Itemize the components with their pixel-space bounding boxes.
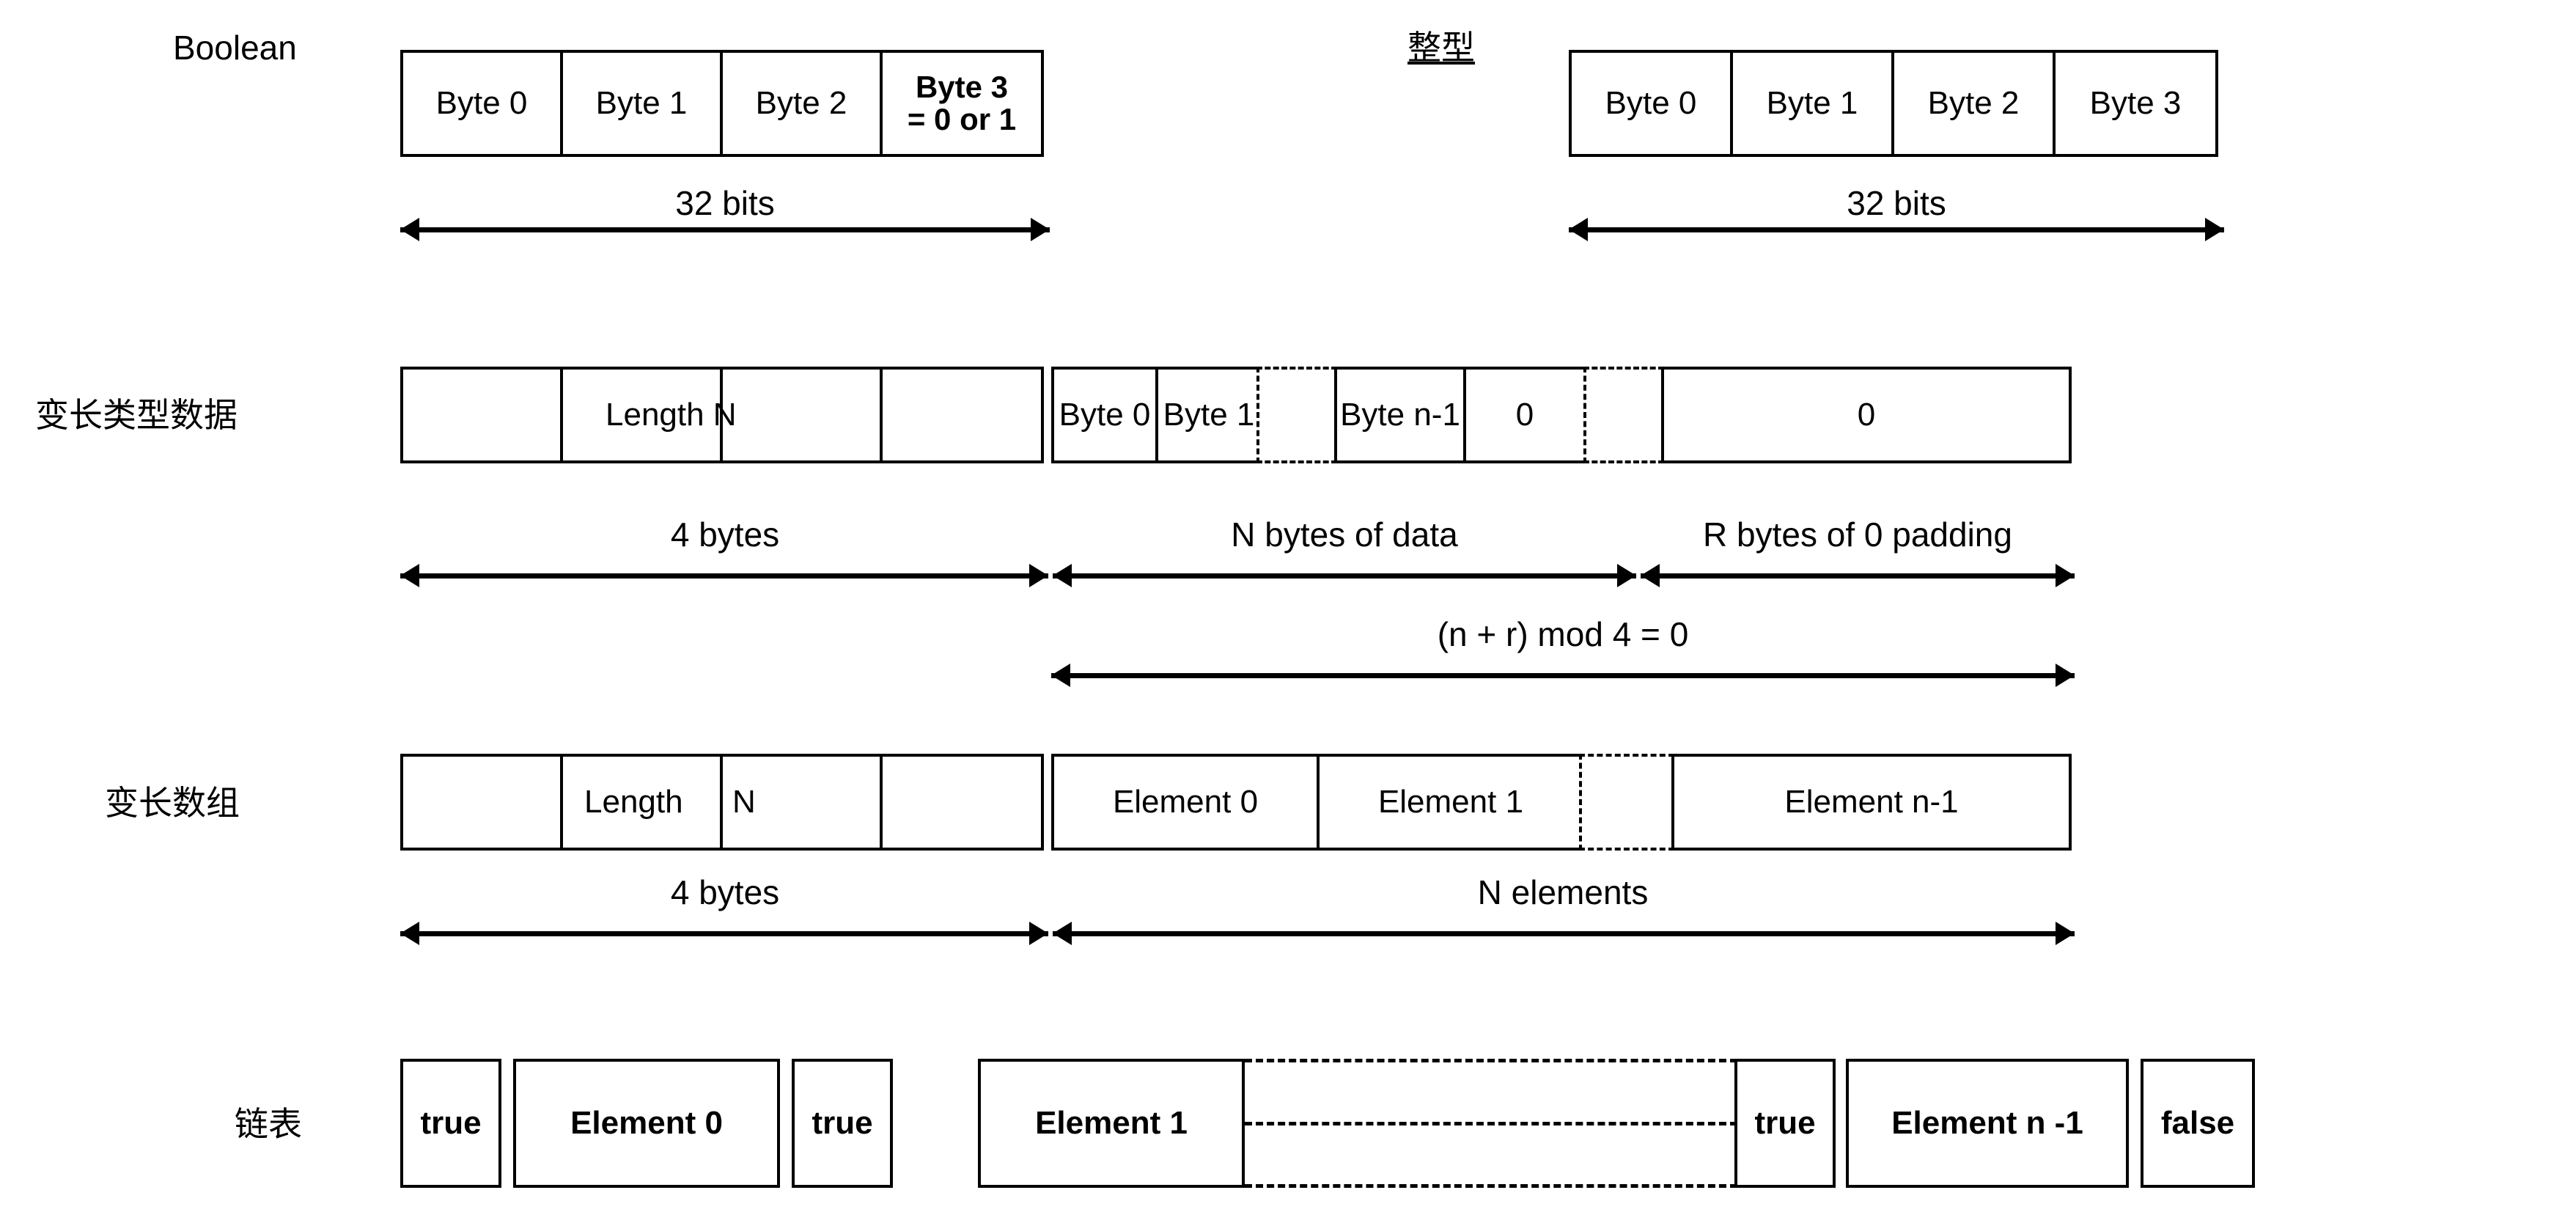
linked-list-element-box: Element 1 [978, 1059, 1245, 1188]
array-element-ellipsis-cell [1579, 754, 1674, 851]
linked-list-terminator-box: false [2141, 1059, 2255, 1188]
array-length-text: Length [584, 784, 683, 820]
linked-list-element-box: Element 0 [513, 1059, 780, 1188]
boolean-byte3-line2: = 0 or 1 [907, 102, 1017, 136]
varlen-length-byte-cell [720, 367, 883, 463]
row-label-integer: 整型 [1407, 29, 1475, 67]
array-elements-dim-label: N elements [1477, 873, 1649, 911]
array-element-cell: Element 0 [1051, 754, 1320, 851]
linked-list-flag-box: true [792, 1059, 893, 1188]
array-tail-element-cell: Element n-1 [1671, 754, 2072, 851]
array-length-n-text: N [732, 784, 756, 820]
varlen-data-dim-label: N bytes of data [1231, 515, 1458, 554]
linked-list-element-box: Element n -1 [1846, 1059, 2129, 1188]
boolean-byte-strip: Byte 0 Byte 1 Byte 2 Byte 3 = 0 or 1 [400, 50, 1050, 157]
varlen-length-text: Length N [606, 397, 737, 433]
array-length-byte-cell [880, 754, 1044, 851]
row-label-varlen-array: 变长数组 [105, 784, 240, 822]
boolean-byte-cell: Byte 2 [720, 50, 883, 157]
integer-dim-label: 32 bits [1847, 184, 1946, 222]
array-length-byte-cell [400, 754, 563, 851]
linked-list-flag-box: true [400, 1059, 501, 1188]
varlen-length-byte-cell [880, 367, 1044, 463]
integer-byte-strip: Byte 0 Byte 1 Byte 2 Byte 3 [1569, 50, 2224, 157]
integer-byte-cell: Byte 3 [2053, 50, 2218, 157]
varlen-padding-cell: 0 [1463, 367, 1586, 463]
integer-byte-cell: Byte 2 [1891, 50, 2056, 157]
varlen-padding-dim-label: R bytes of 0 padding [1703, 515, 2012, 554]
boolean-byte3-cell: Byte 3 = 0 or 1 [880, 50, 1044, 157]
varlen-padding-ellipsis-cell [1583, 367, 1664, 463]
row-label-linked-list: 链表 [235, 1105, 302, 1143]
varlen-length-byte-cell [560, 367, 723, 463]
linked-list-ellipsis-line [1245, 1122, 1737, 1125]
varlen-length-dim-label: 4 bytes [670, 515, 780, 554]
varlen-padding-cell: 0 [1661, 367, 2072, 463]
array-length-dim-label: 4 bytes [670, 873, 780, 911]
varlen-data-byte-cell: Byte 0 [1051, 367, 1158, 463]
boolean-byte3-line1: Byte 3 [915, 69, 1009, 104]
varlen-length-byte-cell [400, 367, 563, 463]
varlen-data-tail-cell: Byte n-1 [1334, 367, 1466, 463]
linked-list-ellipsis-region [1245, 1059, 1737, 1188]
row-label-varlen-data: 变长类型数据 [35, 396, 238, 434]
array-element-cell: Element 1 [1317, 754, 1585, 851]
boolean-byte-cell: Byte 0 [400, 50, 563, 157]
row-label-boolean: Boolean [173, 29, 297, 67]
array-length-strip [400, 754, 1050, 851]
varlen-data-strip: Byte 0 Byte 1 [1051, 367, 1262, 463]
varlen-mod-dim-label: (n + r) mod 4 = 0 [1437, 615, 1689, 653]
varlen-data-ellipsis-cell [1256, 367, 1337, 463]
varlen-length-strip [400, 367, 1050, 463]
array-elements-strip: Element 0 Element 1 [1051, 754, 1585, 851]
integer-byte-cell: Byte 0 [1569, 50, 1733, 157]
boolean-dim-label: 32 bits [675, 184, 775, 222]
linked-list-flag-box: true [1734, 1059, 1836, 1188]
array-length-byte-cell [560, 754, 723, 851]
integer-byte-cell: Byte 1 [1730, 50, 1894, 157]
varlen-data-byte-cell: Byte 1 [1155, 367, 1262, 463]
boolean-byte-cell: Byte 1 [560, 50, 723, 157]
